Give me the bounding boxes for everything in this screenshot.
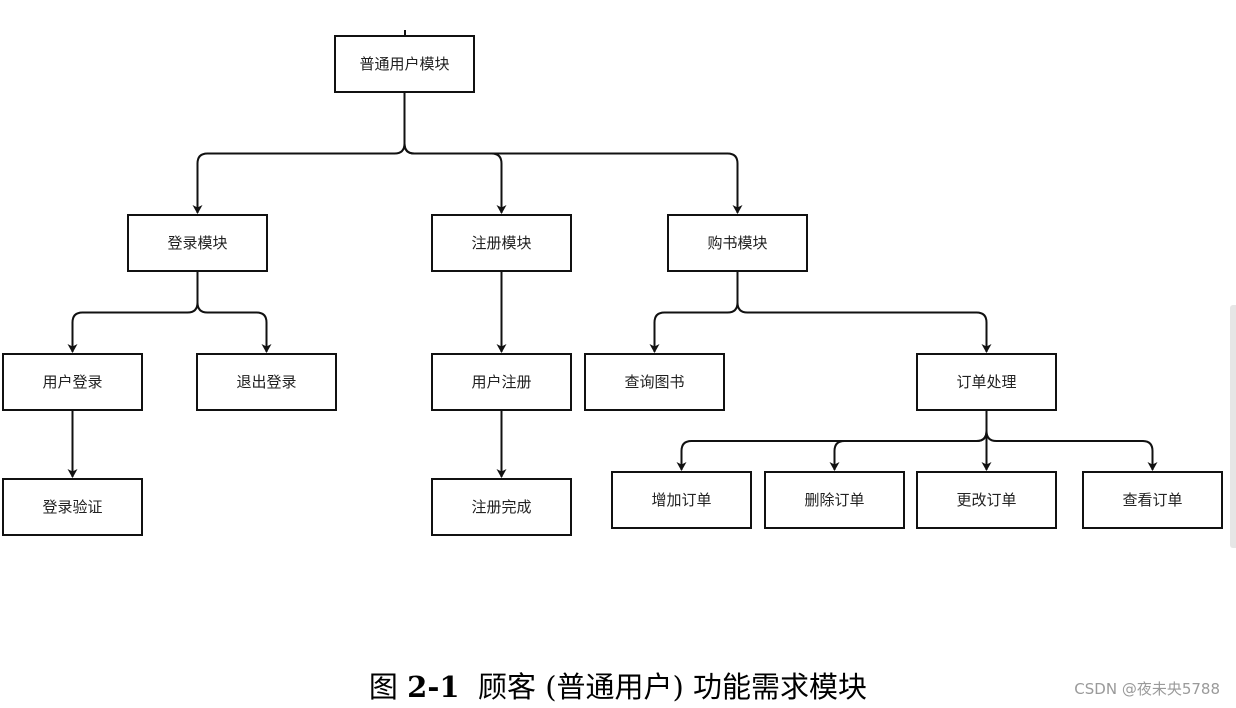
node-label: 登录模块	[167, 234, 227, 252]
node-search-books: 查询图书	[584, 353, 725, 411]
node-box	[764, 471, 905, 529]
node-register: 注册模块	[431, 214, 572, 272]
node-root: 普通用户模块	[334, 35, 475, 93]
node-label: 普通用户模块	[359, 55, 449, 73]
node-label: 查看订单	[1122, 491, 1182, 509]
node-box	[667, 214, 808, 272]
node-box	[431, 353, 572, 411]
edge-login-to-user-login	[67, 271, 199, 353]
node-box	[2, 478, 143, 536]
node-user-register: 用户注册	[431, 353, 572, 411]
node-label: 查询图书	[624, 373, 684, 391]
node-modify-order: 更改订单	[916, 471, 1057, 529]
edge-root-to-shop	[403, 92, 743, 214]
node-order-processing: 订单处理	[916, 353, 1057, 411]
node-add-order: 增加订单	[611, 471, 752, 529]
node-delete-order: 删除订单	[764, 471, 905, 529]
node-label: 删除订单	[804, 491, 864, 509]
caption-text: 顾客 (普通用户) 功能需求模块	[459, 670, 868, 704]
caption-prefix: 图	[368, 670, 408, 704]
node-box	[916, 471, 1057, 529]
node-login: 登录模块	[127, 214, 268, 272]
node-box	[1082, 471, 1223, 529]
node-box	[916, 353, 1057, 411]
node-box	[334, 35, 475, 93]
node-login-verify: 登录验证	[2, 478, 143, 536]
edge-shop-to-search-books	[649, 271, 739, 353]
node-box	[611, 471, 752, 529]
node-label: 增加订单	[651, 491, 711, 509]
node-box	[196, 353, 337, 411]
node-logout: 退出登录	[196, 353, 337, 411]
side-scrollbar[interactable]	[1230, 305, 1236, 548]
node-register-done: 注册完成	[431, 478, 572, 536]
node-box	[2, 353, 143, 411]
node-label: 订单处理	[956, 373, 1016, 391]
node-label: 更改订单	[956, 491, 1016, 509]
node-label: 登录验证	[42, 498, 102, 516]
edge-root-to-login	[192, 92, 406, 214]
node-box	[584, 353, 725, 411]
node-label: 用户注册	[471, 373, 531, 391]
node-box	[127, 214, 268, 272]
figure-caption: 图 2-1 顾客 (普通用户) 功能需求模块	[0, 664, 1236, 706]
edge-order-processing-to-view-order	[985, 410, 1158, 471]
edge-order-processing-to-delete-order	[829, 410, 988, 471]
edge-login-to-logout	[196, 271, 272, 353]
edge-shop-to-order-processing	[736, 271, 992, 353]
watermark: CSDN @夜未央5788	[1074, 680, 1220, 698]
caption-figure-number: 2-1	[407, 670, 460, 704]
node-label: 用户登录	[42, 373, 102, 391]
node-box	[431, 214, 572, 272]
node-label: 购书模块	[707, 234, 767, 252]
node-box	[431, 478, 572, 536]
node-label: 注册完成	[471, 498, 531, 516]
node-shop: 购书模块	[667, 214, 808, 272]
node-label: 退出登录	[236, 373, 296, 391]
node-user-login: 用户登录	[2, 353, 143, 411]
node-label: 注册模块	[471, 234, 531, 252]
connector-group	[67, 92, 1158, 478]
node-view-order: 查看订单	[1082, 471, 1223, 529]
